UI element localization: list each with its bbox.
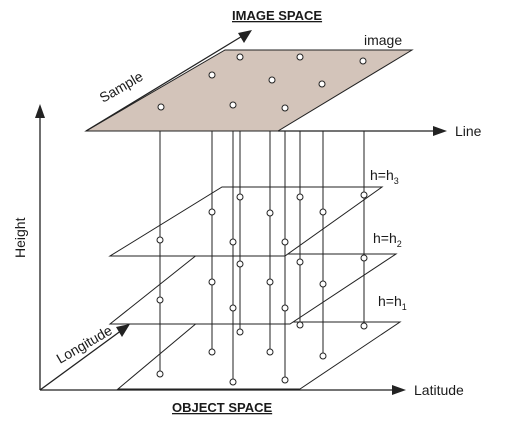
projection-lines: [159, 131, 365, 382]
line-label: Line: [455, 123, 482, 139]
h1-label: h=h1: [378, 293, 407, 312]
line-axis: [278, 126, 447, 136]
points-image: [157, 53, 367, 112]
latitude-label: Latitude: [414, 382, 464, 398]
h2-label: h=h2: [373, 230, 402, 249]
points-h3: [156, 191, 368, 246]
plane-h1: [116, 321, 402, 390]
height-axis: [35, 104, 45, 390]
object-space-title: OBJECT SPACE: [172, 400, 272, 415]
points-h2: [156, 254, 368, 312]
plane-h2: [108, 253, 398, 325]
height-label: Height: [12, 217, 28, 258]
latitude-axis: [40, 385, 406, 395]
longitude-label: Longitude: [54, 322, 115, 367]
image-label: image: [364, 32, 402, 48]
points-h1: [156, 321, 368, 386]
h3-label: h=h3: [370, 167, 399, 186]
longitude-axis: [39, 324, 130, 391]
image-space-title: IMAGE SPACE: [232, 8, 322, 23]
sample-axis: [85, 30, 252, 132]
plane-h3: [108, 186, 384, 257]
image-plane: [84, 49, 414, 132]
